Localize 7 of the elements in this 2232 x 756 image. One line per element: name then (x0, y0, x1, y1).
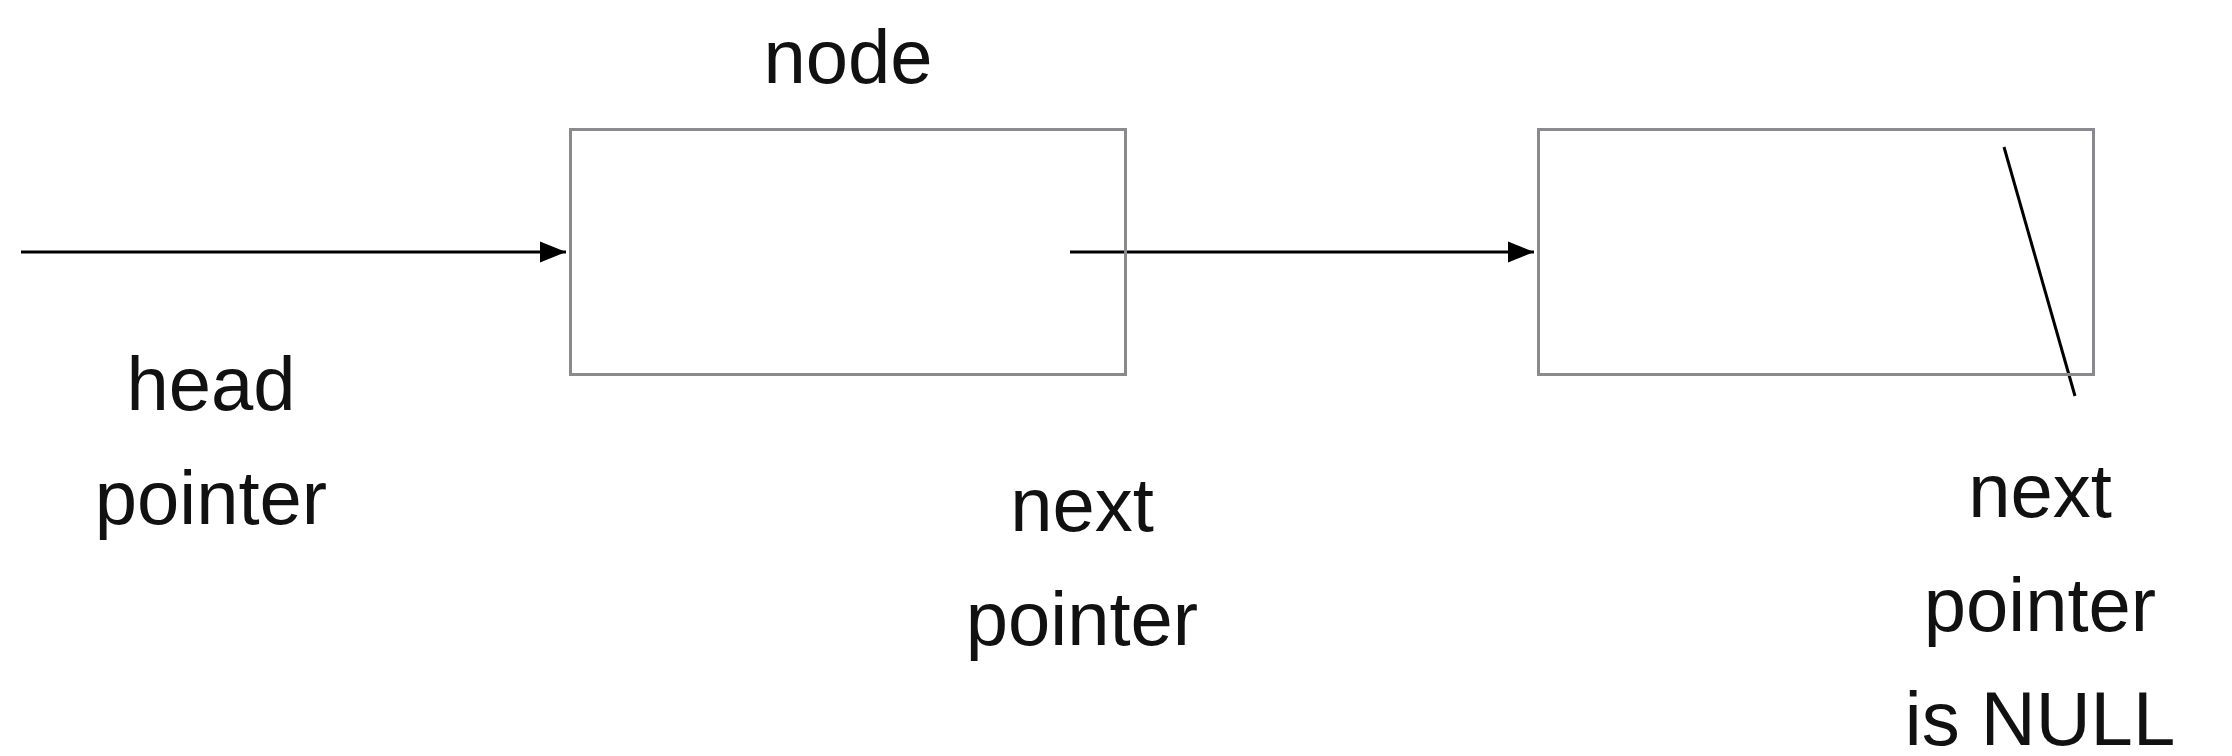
arrow (21, 241, 566, 263)
node-label: node (763, 13, 933, 101)
pointer-label: next pointer (964, 461, 1200, 663)
pointer-label: head pointer (93, 340, 329, 542)
arrow (1070, 241, 1534, 263)
pointer-label: next pointer is NULL (1903, 447, 2177, 756)
node-box (1537, 128, 2095, 376)
